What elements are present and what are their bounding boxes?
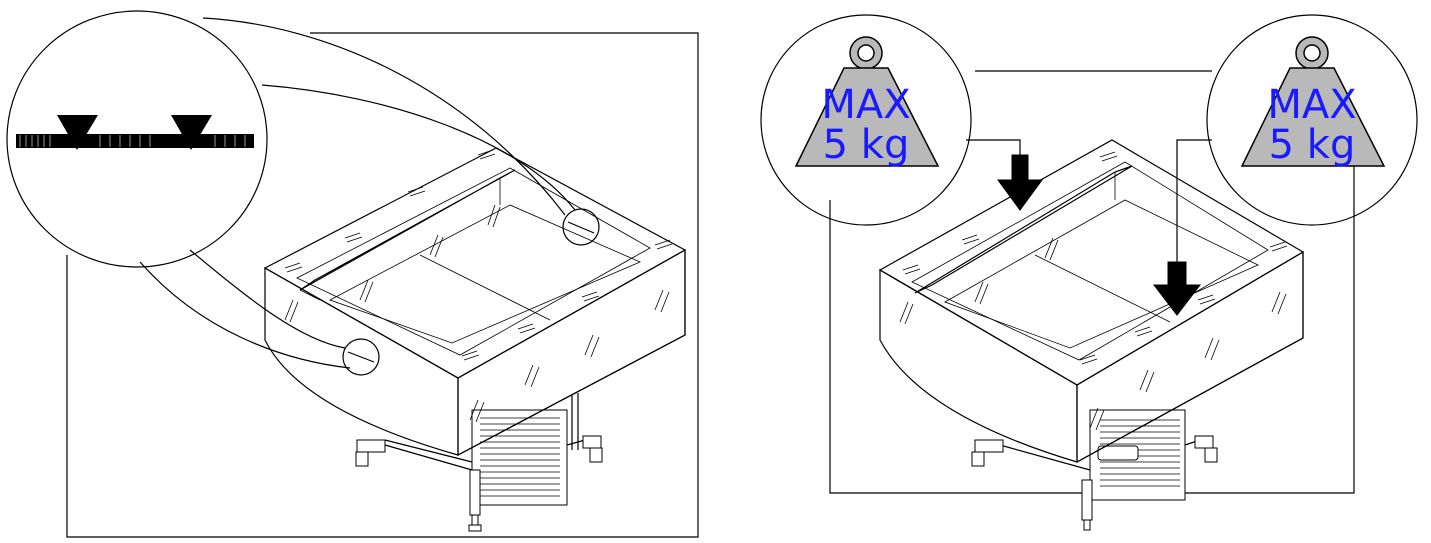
detail-arrow-back — [567, 221, 595, 234]
marker-triangle-1 — [57, 115, 98, 150]
left-counter-tray — [264, 266, 459, 456]
marker-triangle-2 — [171, 115, 212, 150]
left-frame — [66, 32, 699, 538]
glass-edge-bar — [16, 134, 254, 148]
magnifier-circle — [6, 10, 268, 268]
weight-badge-left: MAX 5 kg — [760, 14, 972, 226]
load-arrow-right — [1152, 261, 1202, 316]
detail-circle-back — [562, 208, 600, 246]
weight-icon-right — [1240, 67, 1386, 167]
right-display-counter — [878, 139, 1305, 531]
control-panel — [1097, 445, 1139, 461]
detail-arrow-front — [347, 351, 375, 363]
load-arrow-left — [997, 154, 1043, 211]
right-counter-tray — [879, 268, 1078, 463]
left-glass-glare — [284, 149, 673, 423]
left-magnifier-callout — [6, 10, 576, 369]
left-panel — [6, 10, 699, 538]
weight-circle-right — [1206, 14, 1418, 226]
callout-line-outer-bottom — [139, 261, 351, 369]
weight-circle-left — [760, 14, 972, 226]
callout-line-outer-top — [202, 17, 566, 216]
weight-max-label-left: MAX — [821, 82, 910, 128]
callout-line-inner-top — [261, 84, 576, 211]
right-counter-base — [971, 409, 1218, 531]
left-counter-base — [355, 393, 603, 532]
weight-badge-right: MAX 5 kg — [1206, 14, 1418, 226]
weight-icon-left — [794, 67, 940, 167]
weight-max-label-right: MAX — [1267, 82, 1356, 128]
weight-value-label-right: 5 kg — [1269, 122, 1356, 168]
leader-line-right — [1176, 139, 1212, 262]
leader-line-left — [966, 139, 1021, 160]
right-panel: MAX 5 kg MAX 5 kg — [760, 14, 1418, 531]
weight-value-label-left: 5 kg — [823, 122, 910, 168]
detail-circle-front — [342, 338, 380, 376]
left-display-counter — [263, 147, 687, 532]
callout-line-inner-bottom — [189, 249, 346, 349]
right-glass-glare — [899, 151, 1288, 431]
